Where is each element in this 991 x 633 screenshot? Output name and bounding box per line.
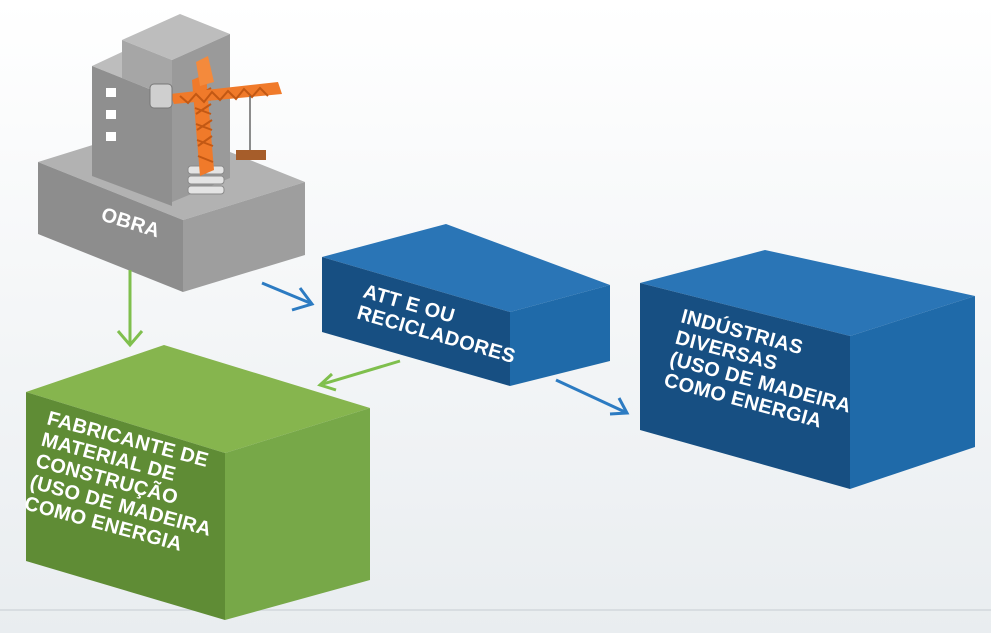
arrow-att-to-industrias — [555, 378, 630, 416]
arrow-obra-to-fabricante — [116, 270, 144, 348]
obra-window — [106, 88, 116, 97]
crane-icon — [149, 56, 282, 176]
obra-window — [106, 132, 116, 141]
fabricante-front-face — [26, 392, 225, 620]
arrow-obra-to-att — [261, 281, 315, 312]
arrow-shaft — [261, 281, 311, 305]
obra-slab — [187, 175, 225, 185]
arrow-shaft — [555, 378, 626, 414]
fabricante-side-face — [225, 408, 370, 620]
arrowhead-icon — [609, 397, 630, 416]
arrow-shaft — [322, 359, 401, 386]
arrowhead-icon — [317, 372, 337, 392]
node-att: ATT E OURECICLADORES — [322, 224, 610, 386]
crane-counterweight — [149, 83, 173, 109]
arrow-att-to-fabricante — [317, 359, 401, 392]
att-side-face — [510, 285, 610, 386]
arrowhead-icon — [291, 287, 315, 312]
crane-top — [196, 56, 214, 86]
att-top-face — [322, 224, 610, 312]
industrias-side-face — [850, 296, 975, 489]
obra-slab — [187, 185, 225, 195]
att-front-face — [322, 257, 510, 386]
industrias-top-face — [640, 250, 975, 336]
arrowhead-icon — [116, 330, 144, 348]
node-industrias: INDÚSTRIASDIVERSAS(USO DE MADEIRACOMO EN… — [640, 250, 975, 489]
obra-window — [106, 110, 116, 119]
crane-load — [236, 150, 266, 160]
node-fabricante: FABRICANTE DEMATERIAL DECONSTRUÇÃO(USO D… — [22, 345, 370, 620]
crane-jib-lattice — [179, 86, 269, 105]
obra-base-right-face — [183, 182, 305, 292]
obra-tower-top — [122, 14, 230, 60]
node-obra: OBRA — [38, 14, 305, 292]
fabricante-top-face — [26, 345, 370, 453]
industrias-front-face — [640, 283, 850, 489]
obra-base-left-face — [38, 162, 183, 292]
